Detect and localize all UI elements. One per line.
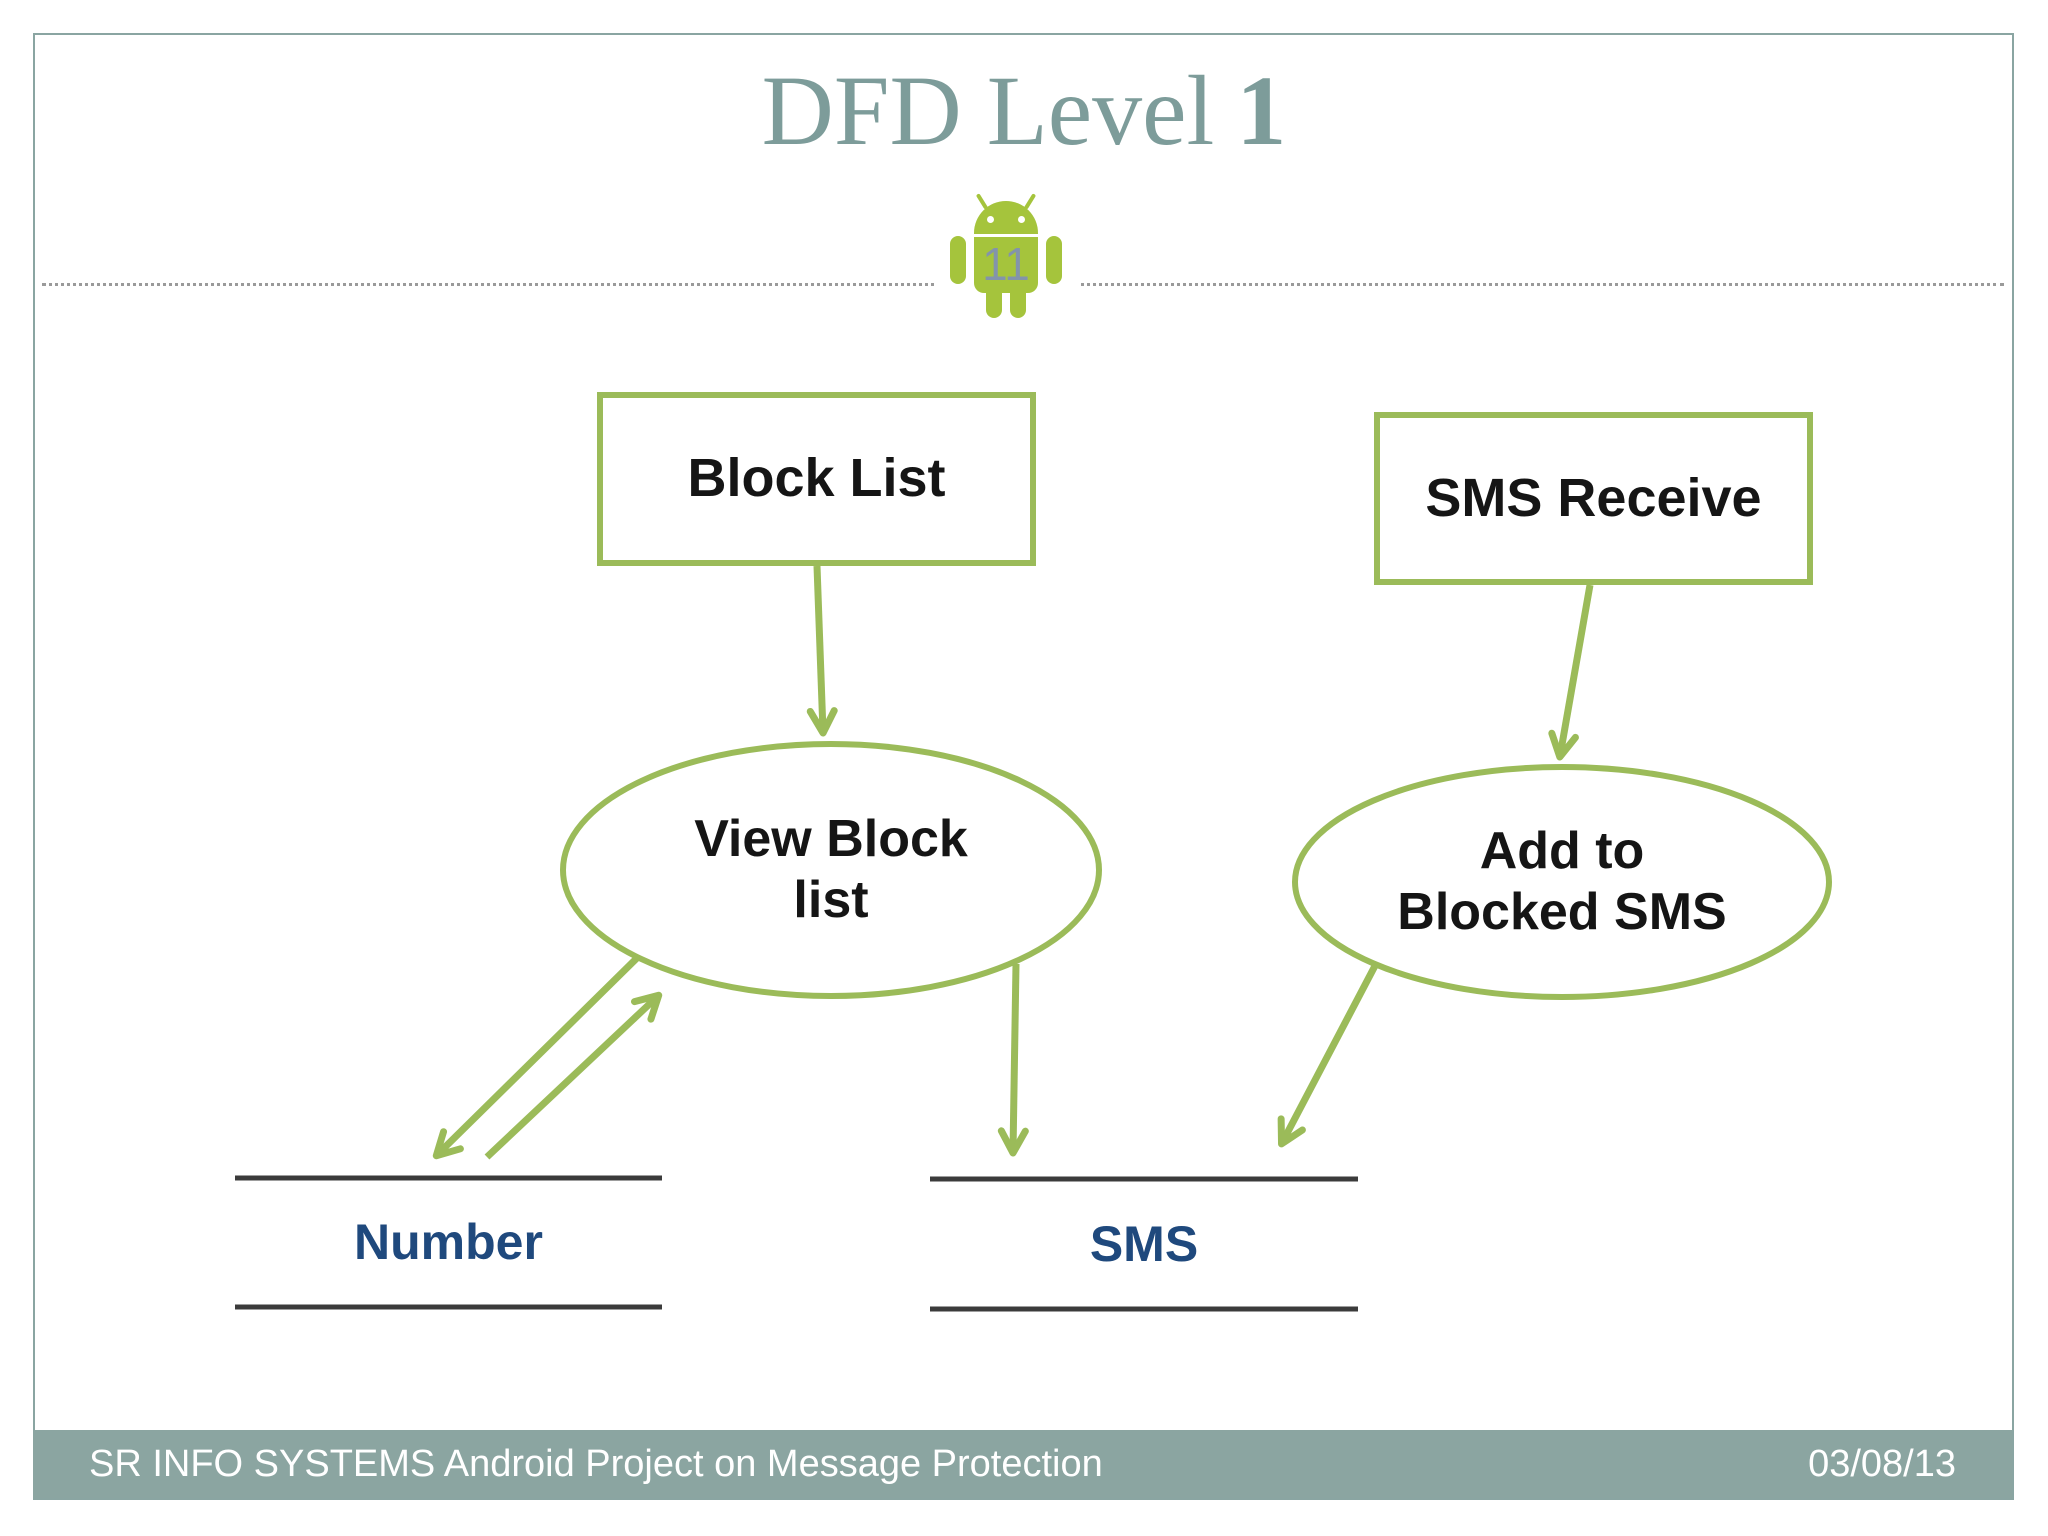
process-label-view-block-list: View Block list [563,762,1099,978]
process-label-line: Blocked SMS [1397,883,1727,941]
entity-box-sms-receive [1374,412,1813,585]
android-eye-left [987,216,994,223]
process-label-line: View Block [694,809,968,868]
process-label-line: list [793,871,869,929]
android-arm-left [950,236,966,284]
entity-label-sms-receive: SMS Receive [1425,467,1762,528]
entity-box-block-list [597,392,1036,566]
process-label-line: Add to [1479,821,1645,880]
flow-viewblocklist-to-number [432,955,640,1160]
slide-page-number: 11 [982,238,1030,290]
flow-number-to-viewblocklist [484,991,663,1160]
slide-border [33,33,2014,1500]
footer-project-text: SR INFO SYSTEMS Android Project on Messa… [89,1442,1103,1485]
datastore-label-sms: SMS [1089,1215,1199,1272]
process-ellipse-add-to-blocked-sms [1292,764,1832,1000]
flow-blocklist-to-viewblocklist [806,565,838,737]
entity-label-block-list: Block List [687,448,946,509]
slide-title-number: 1 [1236,55,1287,166]
android-leg-left [986,290,1002,318]
android-arm-right [1046,236,1062,284]
slide-footer: SR INFO SYSTEMS Android Project on Messa… [33,1430,2012,1498]
android-leg-right [1010,290,1026,318]
process-ellipse-view-block-list [560,741,1102,999]
process-label-add-to-blocked-sms: Add to Blocked SMS [1295,775,1829,989]
android-body [974,237,1038,293]
datastore-label-number: Number [354,1214,543,1270]
footer-date: 03/08/13 [1808,1442,1956,1485]
flow-viewblocklist-to-sms [997,963,1029,1157]
android-robot-icon: 11 [950,193,1062,318]
slide-title-text: DFD Level [761,55,1215,166]
flow-addtoblockedsms-to-sms [1277,960,1381,1148]
flow-smsreceive-to-addtoblockedsms [1548,584,1594,761]
android-eye-right [1018,216,1025,223]
